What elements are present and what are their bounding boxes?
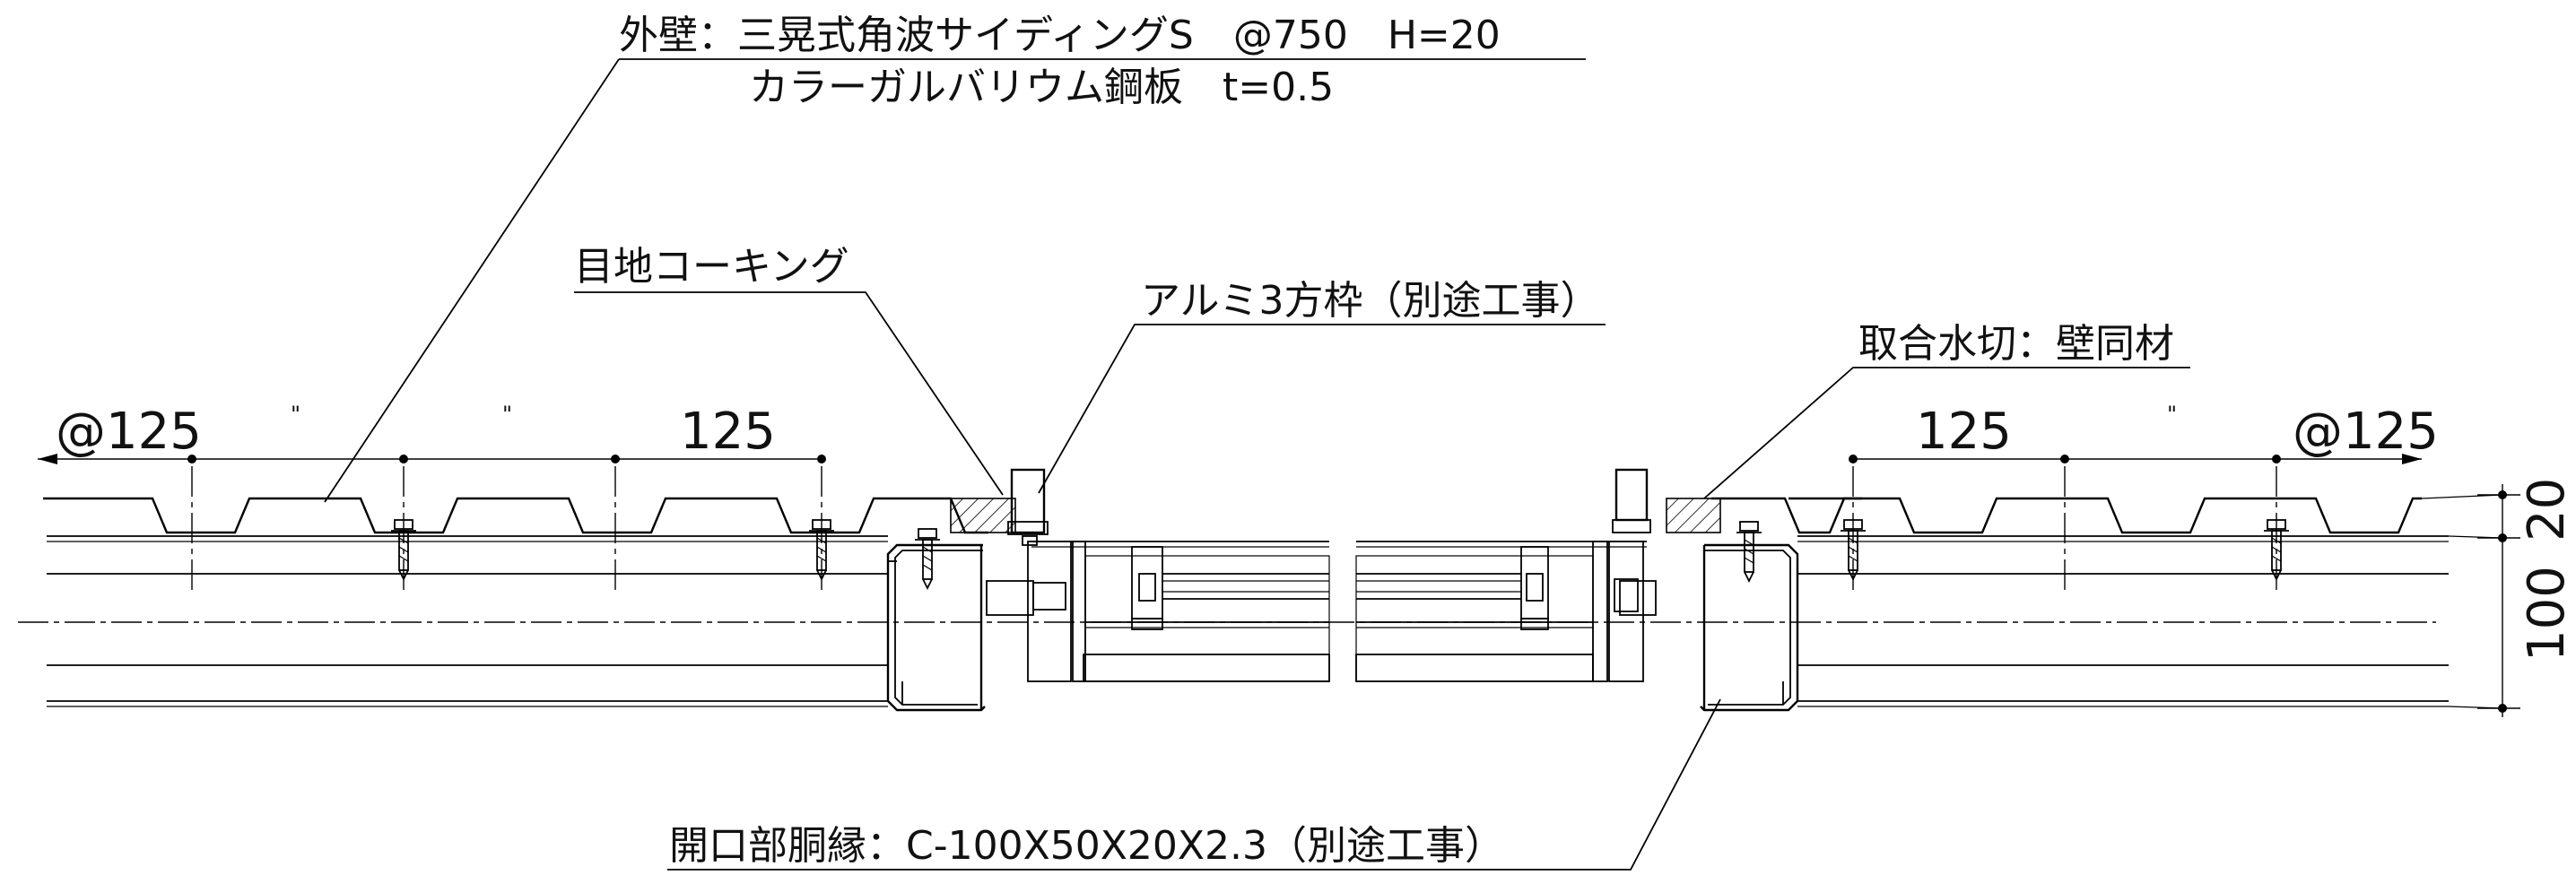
joint-caulking-label: 目地コーキング	[574, 244, 849, 290]
opening-frame-callout: 開口部胴縁：C-100X50X20X2.3（別途工事）	[667, 698, 1721, 871]
dim-vertical-top: 20	[2518, 478, 2576, 541]
dim-left-ditto-2: "	[502, 402, 512, 427]
dim-right-ditto: "	[2167, 402, 2177, 427]
flashing-label: 取合水切：壁同材	[1858, 321, 2174, 367]
dim-right-first: 125	[1916, 403, 2012, 461]
aluminum-frame-callout: アルミ3方枠（別途工事）	[1038, 278, 1606, 494]
dim-left-pitch: @125	[56, 403, 202, 461]
dimension-vertical: 20 100	[2477, 478, 2576, 717]
right-aluminum-frame	[1355, 468, 1721, 682]
flashing-callout: 取合水切：壁同材	[1703, 321, 2190, 499]
joint-caulking-callout: 目地コーキング	[574, 244, 1004, 496]
right-c-channel	[1619, 543, 1799, 712]
left-c-channel	[886, 543, 1034, 712]
left-wall-section	[43, 466, 988, 707]
dim-vertical-bottom: 100	[2518, 566, 2576, 662]
dim-left-ditto-1: "	[291, 402, 300, 427]
exterior-wall-label-line1: 外壁：三晃式角波サイディングS @750 H=20	[619, 13, 1501, 58]
aluminum-frame-label: アルミ3方枠（別途工事）	[1141, 278, 1600, 324]
dim-left-last: 125	[680, 403, 776, 461]
opening-frame-label: 開口部胴縁：C-100X50X20X2.3（別途工事）	[669, 823, 1504, 869]
exterior-wall-label-line2: カラーガルバリウム鋼板 t=0.5	[749, 65, 1334, 110]
right-wall-section	[1711, 466, 2503, 709]
dimension-left: @125 " " 125	[38, 402, 826, 464]
dim-right-pitch: @125	[2293, 403, 2439, 461]
dimension-right: 125 " @125	[1849, 402, 2439, 464]
exterior-wall-callout: 外壁：三晃式角波サイディングS @750 H=20 カラーガルバリウム鋼板 t=…	[324, 13, 1586, 503]
left-aluminum-frame	[950, 468, 1330, 682]
